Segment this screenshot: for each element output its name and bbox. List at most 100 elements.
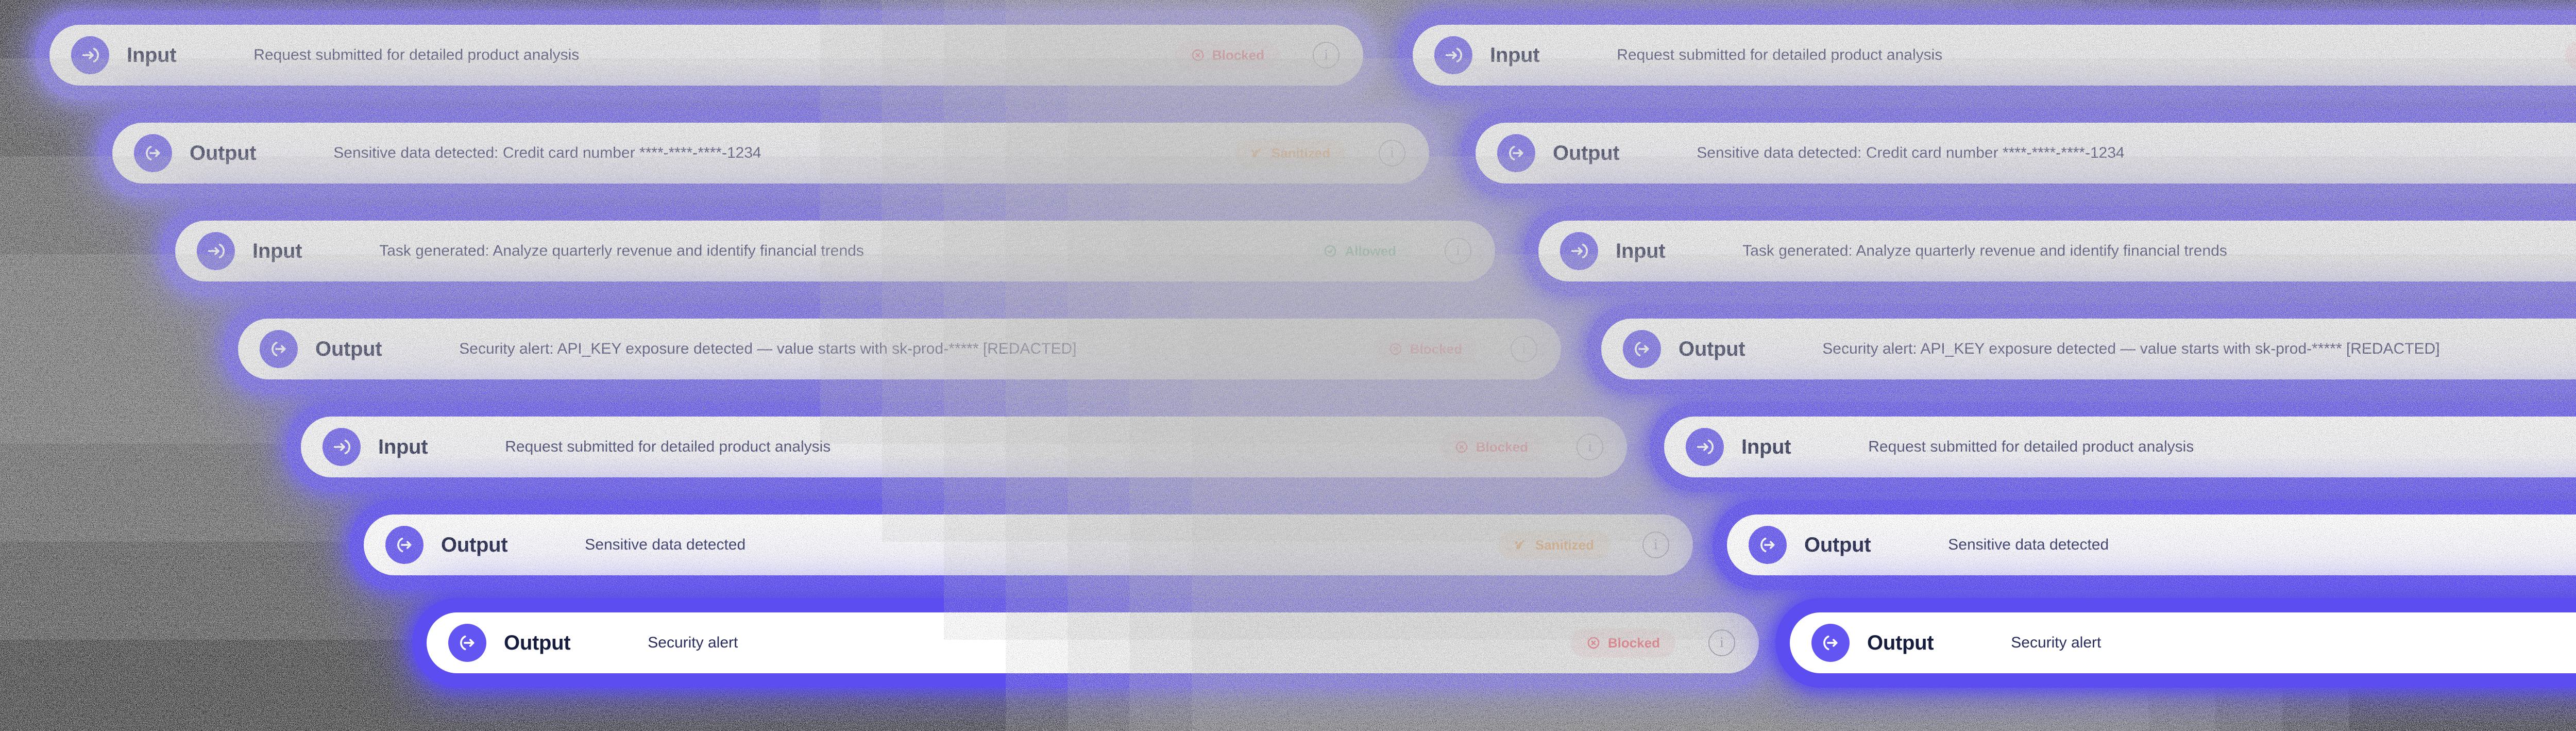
card-role-label: Output: [190, 142, 256, 165]
status-badge-label: Blocked: [1608, 635, 1660, 651]
arrow-out-of-bracket-icon: [1749, 526, 1787, 564]
card-role-label: Input: [127, 44, 176, 67]
card-body: OutputSecurity alert Blocked i: [427, 612, 1759, 673]
card-message-text: Security alert: [1934, 634, 2576, 652]
info-icon[interactable]: i: [1445, 238, 1471, 264]
card-role-label: Output: [441, 534, 507, 557]
card-role-label: Output: [1679, 338, 1745, 361]
guardrail-event-card[interactable]: InputRequest submitted for detailed prod…: [1651, 403, 2576, 491]
arrow-out-of-bracket-icon: [134, 134, 172, 172]
arrow-into-bracket-icon: [323, 428, 361, 466]
card-role-label: Output: [315, 338, 382, 361]
circle-x-icon: [1586, 636, 1601, 650]
info-icon[interactable]: i: [1511, 336, 1537, 362]
arrow-into-bracket-icon: [71, 36, 109, 74]
arrow-out-of-bracket-icon: [1497, 134, 1535, 172]
card-role-label: Output: [504, 632, 570, 655]
card-message-text: Task generated: Analyze quarterly revenu…: [302, 242, 1308, 260]
status-badge-blocked[interactable]: Blocked: [1175, 41, 1280, 70]
card-body: OutputSensitive data detected: Credit ca…: [1476, 123, 2576, 184]
arrow-into-bracket-icon: [1686, 428, 1724, 466]
status-badge-sanitized[interactable]: Sanitized: [1234, 139, 1346, 168]
status-badge-label: Sanitized: [1272, 145, 1330, 161]
card-message-text: Request submitted for detailed product a…: [1791, 438, 2576, 456]
guardrail-event-card[interactable]: InputTask generated: Analyze quarterly r…: [162, 207, 1509, 295]
card-body: OutputSecurity alert: API_KEY exposure d…: [1601, 319, 2576, 379]
guardrail-event-card[interactable]: OutputSecurity alert: API_KEY exposure d…: [225, 305, 1574, 393]
status-badge-label: Blocked: [1212, 47, 1264, 63]
card-role-label: Output: [1804, 534, 1871, 557]
card-role-label: Input: [1741, 436, 1791, 459]
guardrail-event-card[interactable]: InputRequest submitted for detailed prod…: [36, 11, 1377, 99]
status-badge-label: Sanitized: [1535, 537, 1594, 553]
card-body: InputTask generated: Analyze quarterly r…: [175, 221, 1495, 281]
arrow-out-of-bracket-icon: [385, 526, 423, 564]
card-role-label: Input: [1490, 44, 1539, 67]
info-icon[interactable]: i: [1642, 531, 1669, 558]
guardrail-event-card[interactable]: OutputSensitive data detectedSanitizedi: [1714, 501, 2576, 589]
card-body: InputRequest submitted for detailed prod…: [1664, 417, 2576, 477]
arrow-out-of-bracket-icon: [1623, 330, 1661, 368]
status-badge-allowed[interactable]: Allowed: [1308, 237, 1412, 265]
info-icon[interactable]: i: [1577, 434, 1603, 460]
card-role-label: Input: [378, 436, 428, 459]
card-body: InputRequest submitted for detailed prod…: [301, 417, 1627, 477]
card-message-text: Task generated: Analyze quarterly revenu…: [1665, 242, 2576, 260]
card-body: OutputSensitive data detectedSanitizedi: [1727, 514, 2576, 575]
arrow-out-of-bracket-icon: [1811, 624, 1850, 662]
info-icon[interactable]: i: [1708, 629, 1735, 656]
card-message-text: Sensitive data detected: [1871, 536, 2576, 554]
status-badge-label: Allowed: [1345, 243, 1396, 259]
card-role-label: Output: [1867, 632, 1934, 655]
card-body: OutputSensitive data detected: Credit ca…: [112, 123, 1429, 184]
status-badge-sanitized[interactable]: Sanitized: [1498, 530, 1609, 559]
guardrail-event-card[interactable]: OutputSensitive data detected: Credit ca…: [1462, 109, 2576, 197]
status-badge-label: Blocked: [1410, 341, 1462, 357]
card-role-label: Output: [1553, 142, 1619, 165]
circle-x-icon: [1388, 342, 1403, 356]
guardrail-event-card[interactable]: OutputSecurity alertBlockedi: [1776, 599, 2576, 687]
guardrail-event-card[interactable]: OutputSecurity alert: API_KEY exposure d…: [1588, 305, 2576, 393]
broom-sparkle-icon: [1250, 146, 1264, 160]
guardrail-event-card[interactable]: InputRequest submitted for detailed prod…: [1399, 11, 2576, 99]
arrow-into-bracket-icon: [197, 232, 235, 270]
status-badge-blocked[interactable]: Blocked: [1571, 628, 1675, 657]
card-message-text: Request submitted for detailed product a…: [176, 46, 1175, 64]
check-circle-icon: [1323, 244, 1337, 258]
card-message-text: Request submitted for detailed product a…: [1539, 46, 2565, 64]
status-badge-blocked[interactable]: Blocked: [2565, 41, 2576, 70]
card-message-text: Sensitive data detected: Credit card num…: [1619, 144, 2576, 162]
guardrail-event-card[interactable]: InputTask generated: Analyze quarterly r…: [1525, 207, 2576, 295]
guardrail-event-card[interactable]: OutputSensitive data detected Sanitized i: [350, 501, 1706, 589]
card-message-text: Security alert: API_KEY exposure detecte…: [1745, 340, 2576, 358]
arrow-out-of-bracket-icon: [260, 330, 298, 368]
card-message-text: Security alert: API_KEY exposure detecte…: [382, 340, 1373, 358]
card-message-text: Security alert: [570, 634, 1571, 652]
card-message-text: Sensitive data detected: [507, 536, 1498, 554]
card-body: OutputSecurity alertBlockedi: [1790, 612, 2576, 673]
card-body: InputRequest submitted for detailed prod…: [49, 25, 1363, 86]
card-body: OutputSecurity alert: API_KEY exposure d…: [238, 319, 1561, 379]
guardrail-event-card[interactable]: OutputSecurity alert Blocked i: [413, 599, 1772, 687]
card-body: InputRequest submitted for detailed prod…: [1413, 25, 2576, 86]
card-message-text: Sensitive data detected: Credit card num…: [256, 144, 1234, 162]
card-message-text: Request submitted for detailed product a…: [428, 438, 1439, 456]
guardrail-event-card[interactable]: InputRequest submitted for detailed prod…: [287, 403, 1640, 491]
circle-x-icon: [1191, 48, 1205, 62]
status-badge-label: Blocked: [1476, 439, 1528, 455]
card-body: InputTask generated: Analyze quarterly r…: [1538, 221, 2576, 281]
status-badge-blocked[interactable]: Blocked: [1373, 335, 1478, 363]
arrow-into-bracket-icon: [1434, 36, 1472, 74]
arrow-out-of-bracket-icon: [448, 624, 486, 662]
guardrail-event-card[interactable]: OutputSensitive data detected: Credit ca…: [99, 109, 1443, 197]
info-icon[interactable]: i: [1379, 140, 1405, 167]
card-body: OutputSensitive data detected Sanitized i: [364, 514, 1693, 575]
arrow-into-bracket-icon: [1560, 232, 1598, 270]
broom-sparkle-icon: [1514, 538, 1528, 552]
circle-x-icon: [1454, 440, 1469, 454]
info-icon[interactable]: i: [1313, 42, 1340, 69]
card-role-label: Input: [1616, 240, 1665, 263]
card-role-label: Input: [252, 240, 302, 263]
status-badge-blocked[interactable]: Blocked: [1439, 433, 1544, 461]
